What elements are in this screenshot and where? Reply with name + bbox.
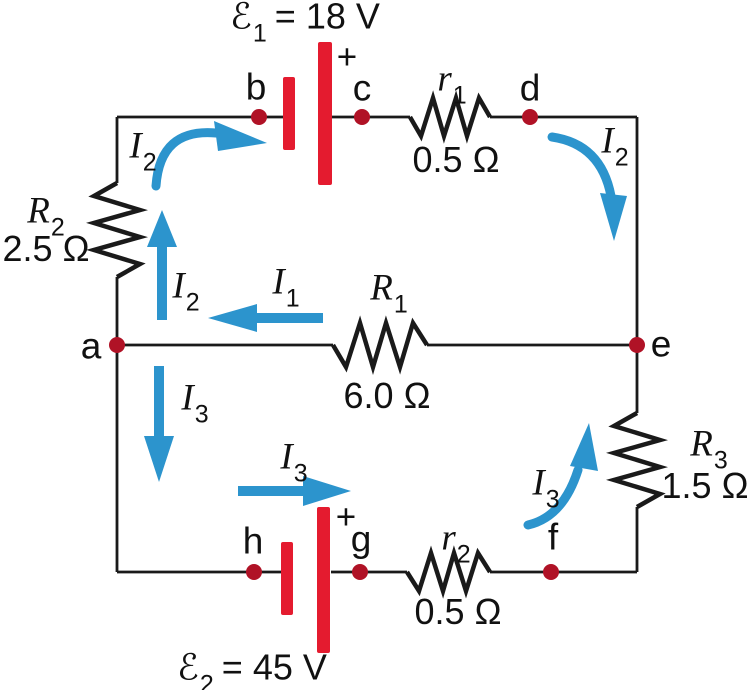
emf1-label: ℰ1= 18 V <box>230 0 380 46</box>
resistor-R3-zigzag <box>606 411 668 509</box>
battery2-negative-plate <box>281 542 293 615</box>
resistor-R1-label: R1 <box>370 267 408 317</box>
node-label-f: f <box>547 516 559 558</box>
node-dot-f <box>543 564 559 580</box>
node-label-h: h <box>242 520 264 562</box>
i2-symbol: I <box>172 265 185 307</box>
resistor-r1-zigzag <box>408 90 492 144</box>
node-dot-c <box>354 109 370 125</box>
arrow-i3-bottomright-curve <box>523 465 583 530</box>
current-i3-right-label: I3 <box>532 462 559 512</box>
r1-subscript: 1 <box>452 81 467 110</box>
resistor-R2-value: 2.5 Ω <box>2 228 90 269</box>
i3-subscript: 3 <box>293 459 308 488</box>
current-i3-left-label: I3 <box>181 377 208 427</box>
i2-symbol: I <box>129 125 142 167</box>
resistor-R2-zigzag <box>86 181 148 279</box>
node-dots <box>109 109 645 580</box>
resistor-r1-value: 0.5 Ω <box>412 139 500 180</box>
i2-symbol: I <box>601 120 614 162</box>
emf2-symbol: ℰ <box>177 647 199 689</box>
resistor-R1-value: 6.0 Ω <box>343 375 431 416</box>
battery-emf2 <box>281 507 330 653</box>
resistor-R1-zigzag <box>331 315 429 375</box>
i3-subscript: 3 <box>545 485 560 514</box>
R3-symbol: R <box>690 423 713 465</box>
current-i2-topright-label: I2 <box>601 120 628 170</box>
resistor-R2-label: R2 <box>27 190 65 240</box>
node-label-e: e <box>650 323 672 365</box>
node-dot-b <box>251 109 267 125</box>
node-label-c: c <box>352 67 372 109</box>
node-dot-g <box>352 564 368 580</box>
resistor-R3-label: R3 <box>690 423 728 473</box>
emf1-subscript: 1 <box>252 19 267 48</box>
R1-subscript: 1 <box>393 290 408 319</box>
node-label-g: g <box>350 518 372 560</box>
node-label-d: d <box>519 67 541 109</box>
i3-symbol: I <box>181 377 194 419</box>
node-dot-e <box>629 337 645 353</box>
i1-subscript: 1 <box>285 284 300 313</box>
node-dot-d <box>522 109 538 125</box>
R1-symbol: R <box>370 267 393 309</box>
current-i2-left-label: I2 <box>172 265 199 315</box>
r1-symbol: r <box>437 58 452 100</box>
arrow-i2-up-head <box>147 210 177 247</box>
arrow-i2-topright-head <box>600 193 627 241</box>
current-i3-bottom-label: I3 <box>280 436 307 486</box>
node-dot-h <box>246 564 262 580</box>
R3-subscript: 3 <box>713 446 728 475</box>
i1-symbol: I <box>272 261 285 303</box>
resistor-r1-label: r1 <box>437 58 466 108</box>
battery2-positive-plate <box>317 507 330 653</box>
i3-symbol: I <box>532 462 545 504</box>
resistor-r2-zigzag <box>405 545 492 599</box>
emf2-value: = 45 V <box>221 646 327 688</box>
arrow-i3-bottomright-head <box>570 423 598 471</box>
R2-symbol: R <box>27 190 50 232</box>
R2-subscript: 2 <box>50 213 65 242</box>
i2-subscript: 2 <box>614 143 629 172</box>
node-label-b: b <box>245 66 267 108</box>
current-i2-topleft-label: I2 <box>129 125 156 175</box>
battery2-plus-sign: + <box>335 497 357 537</box>
current-i1-label: I1 <box>272 261 299 311</box>
emf1-symbol: ℰ <box>230 0 252 38</box>
resistor-r2-label: r2 <box>441 517 470 567</box>
battery1-negative-plate <box>283 77 295 150</box>
resistor-R3-value: 1.5 Ω <box>661 465 749 506</box>
arrow-i2-topleft-curve <box>151 128 221 191</box>
i2-subscript: 2 <box>185 288 200 317</box>
i2-subscript: 2 <box>142 148 157 177</box>
r2-symbol: r <box>441 517 456 559</box>
emf2-subscript: 2 <box>199 670 214 690</box>
arrow-i3-right-head <box>303 476 351 506</box>
arrow-i1-left-head <box>208 304 257 332</box>
battery-emf1 <box>283 42 332 185</box>
emf2-label: ℰ2 = 45 V <box>177 646 327 690</box>
current-arrows <box>144 121 627 530</box>
i3-symbol: I <box>280 436 293 478</box>
arrow-i2-topright-curve <box>547 132 616 201</box>
resistor-symbols <box>86 90 668 599</box>
emf1-value: = 18 V <box>274 0 380 37</box>
battery1-plus-sign: + <box>336 37 358 77</box>
arrow-i3-down-head <box>144 436 174 482</box>
r2-subscript: 2 <box>456 540 471 569</box>
node-dot-a <box>109 337 125 353</box>
resistor-r2-value: 0.5 Ω <box>414 591 502 632</box>
arrow-i2-topleft-head <box>214 121 267 151</box>
i3-subscript: 3 <box>194 400 209 429</box>
node-label-a: a <box>80 325 102 367</box>
battery1-positive-plate <box>318 42 332 185</box>
